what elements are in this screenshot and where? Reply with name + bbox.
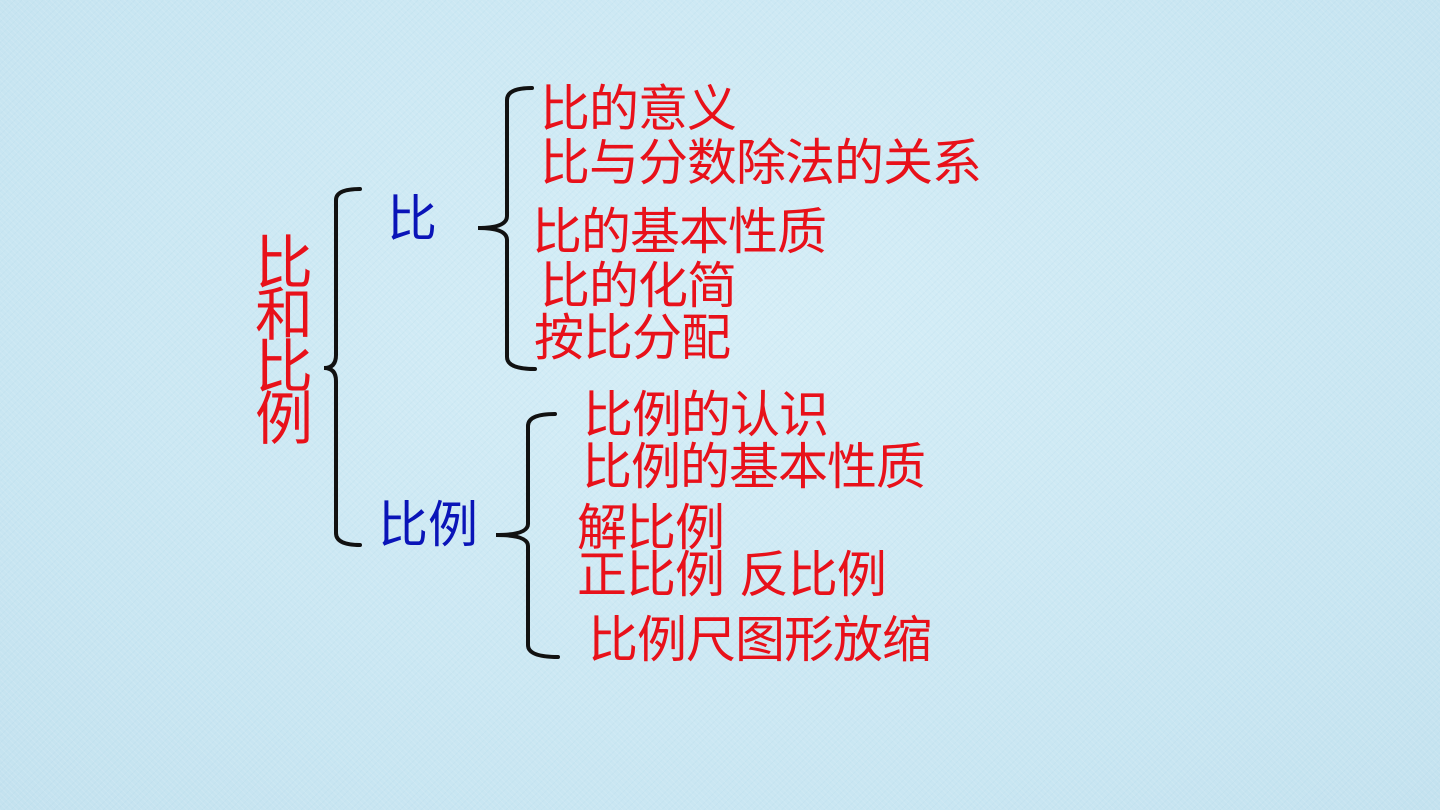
- leaf-item: 比例的基本性质: [582, 438, 926, 496]
- branch-label-proportion: 比例: [378, 496, 478, 554]
- main-brace: [323, 187, 362, 547]
- leaf-item: 解比例: [577, 499, 725, 557]
- leaf-item: 比的意义: [540, 80, 737, 138]
- root-label: 比和比例: [245, 232, 313, 440]
- ratio-brace: [477, 86, 537, 371]
- leaf-item: 比与分数除法的关系: [540, 134, 982, 192]
- leaf-item: 正比例 反比例: [577, 546, 887, 604]
- proportion-brace: [495, 412, 560, 659]
- leaf-item: 比的化简: [540, 257, 737, 315]
- leaf-item: 比的基本性质: [532, 203, 827, 261]
- branch-label-ratio: 比: [387, 190, 437, 248]
- leaf-item: 比例的认识: [583, 386, 829, 444]
- leaf-item: 按比分配: [534, 309, 731, 367]
- leaf-item: 比例尺图形放缩: [588, 611, 932, 669]
